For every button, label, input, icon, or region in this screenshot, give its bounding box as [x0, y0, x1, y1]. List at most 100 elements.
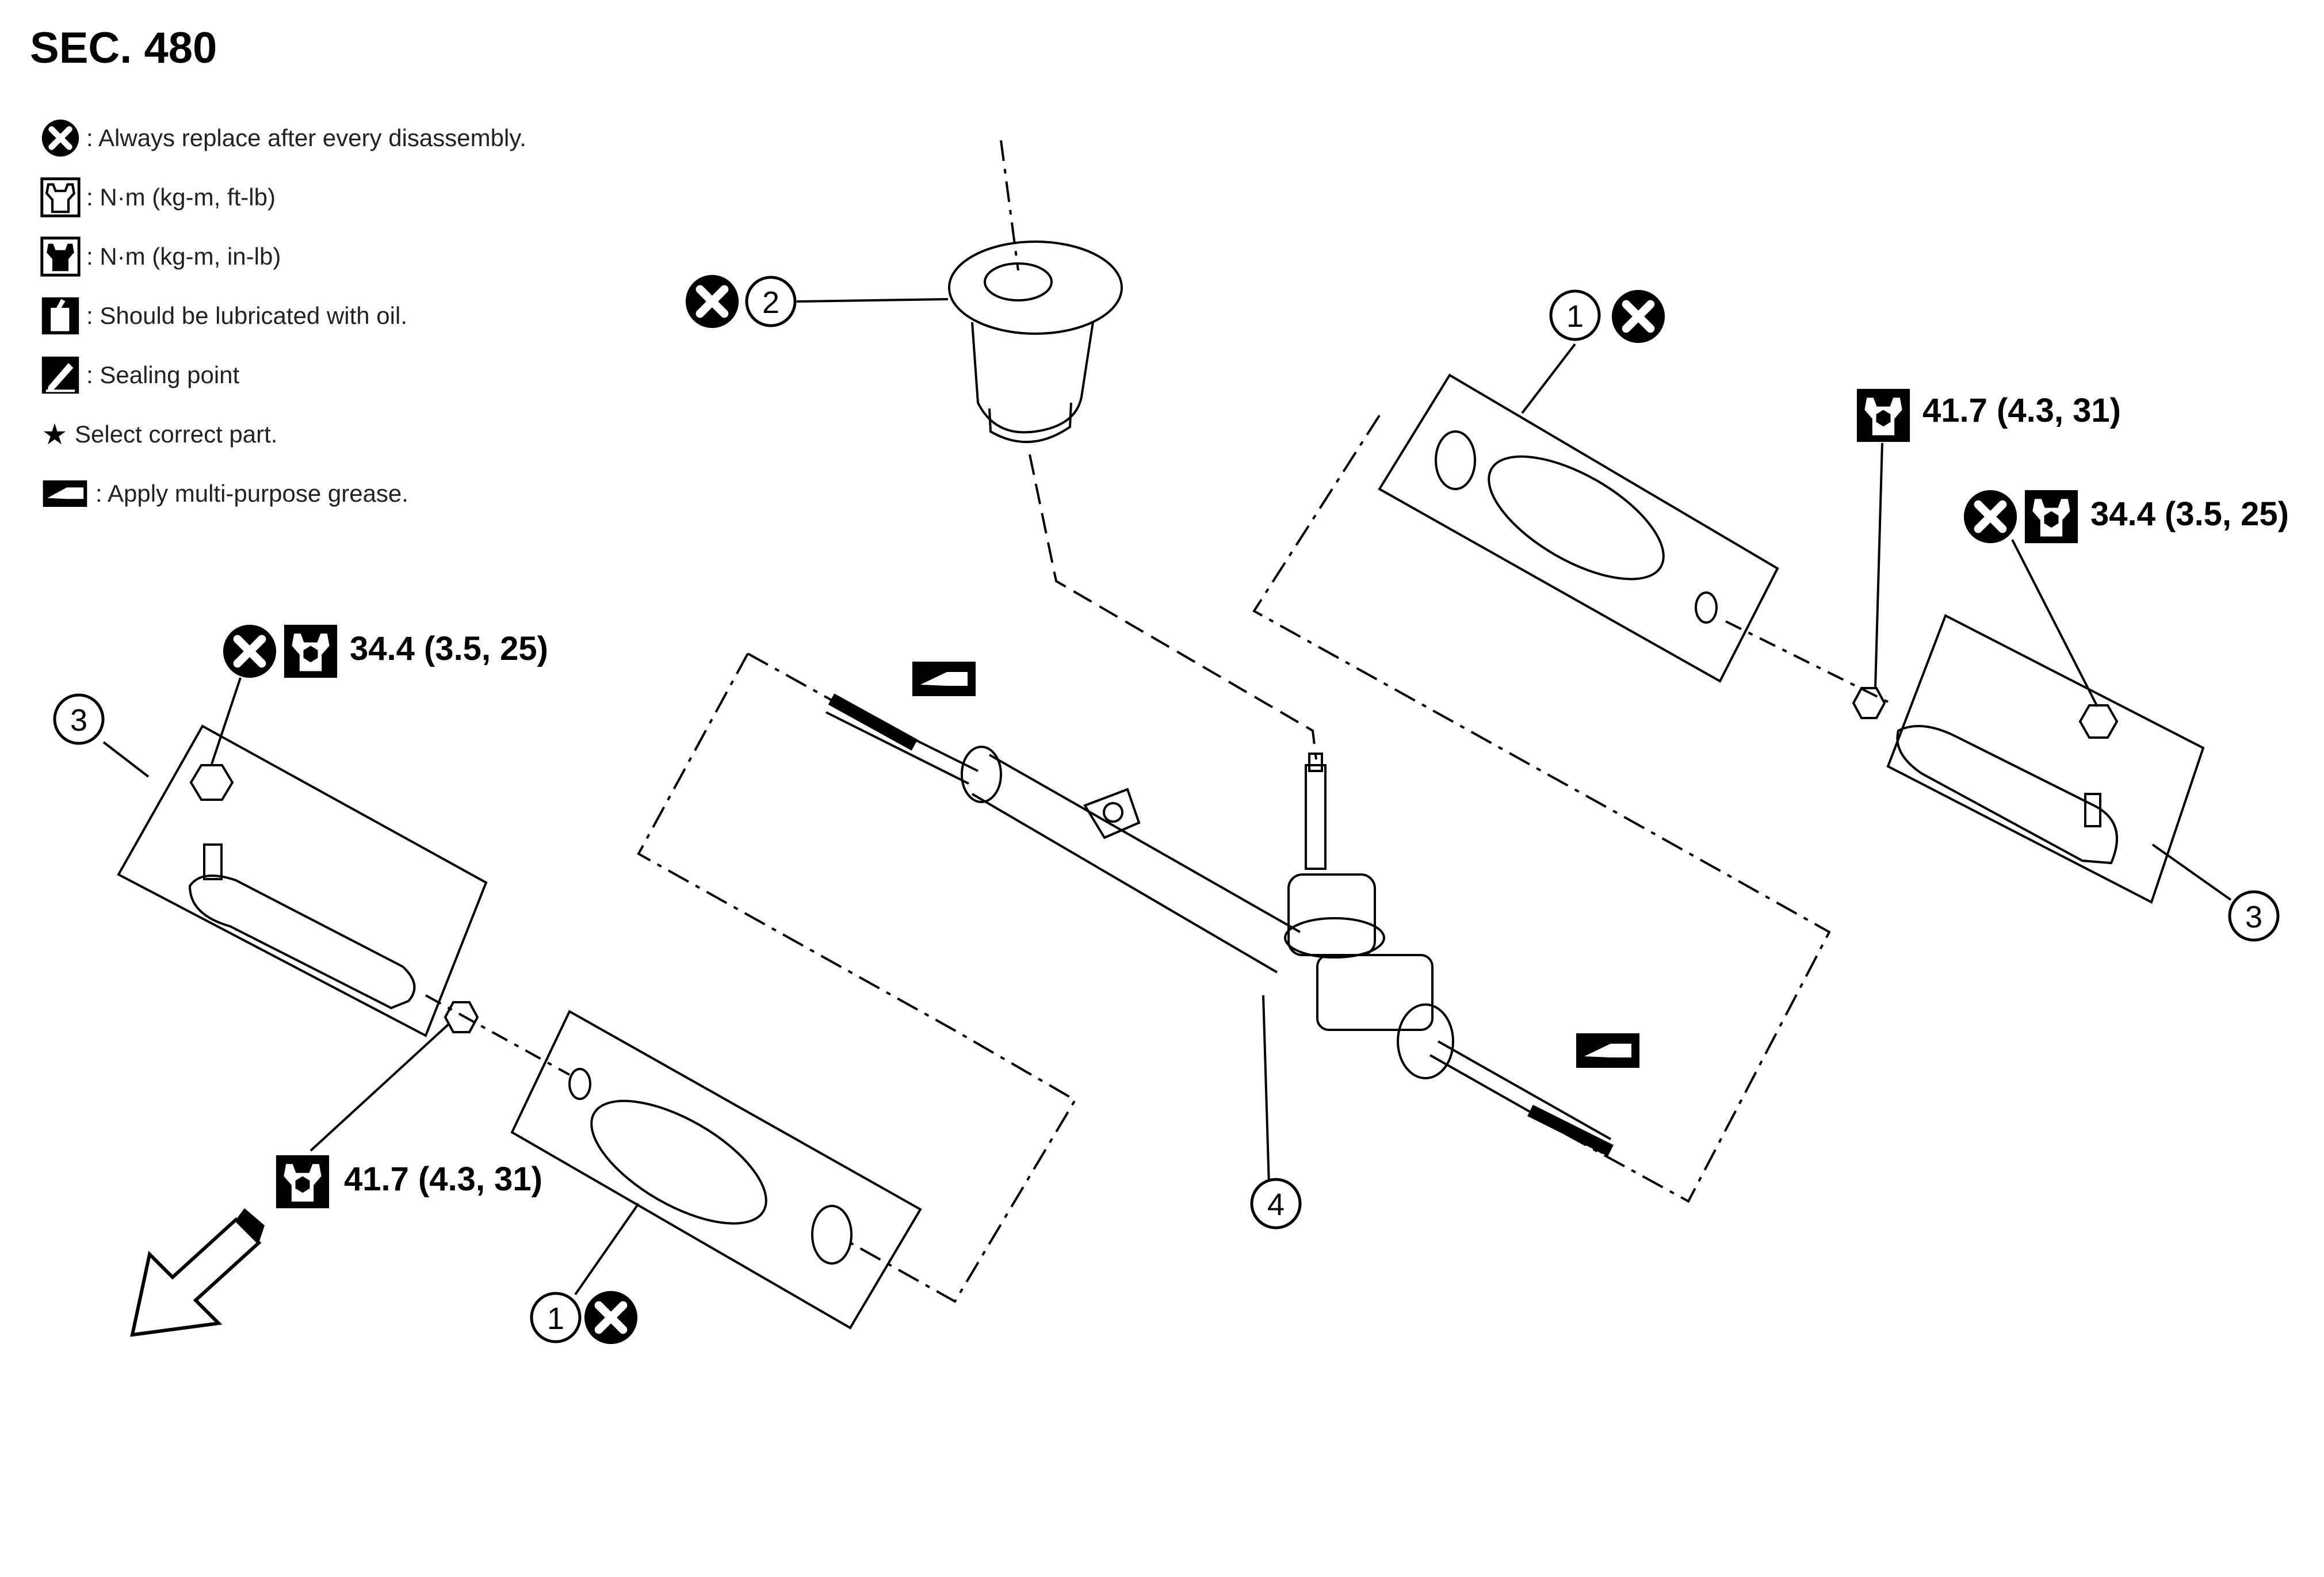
torque-wrench-icon — [2024, 490, 2078, 544]
legend-item-oil: : Should be lubricated with oil. — [40, 286, 616, 345]
legend-text: Select correct part. — [75, 420, 278, 448]
torque-right-outer-nut: 34.4 (3.5, 25) — [2090, 495, 2289, 533]
cover-body — [971, 322, 1094, 434]
torque-wrench-icon — [276, 1155, 330, 1209]
legend-text: : Always replace after every disassembly… — [86, 124, 526, 151]
gear-housing-flange — [1284, 917, 1385, 959]
gear-housing-lower — [1316, 954, 1434, 1031]
torque-left-outer-nut: 34.4 (3.5, 25) — [350, 630, 548, 667]
right-boot-clamp — [1435, 430, 1476, 490]
callout-3-left: 3 — [70, 703, 87, 738]
left-outer-socket — [188, 875, 416, 1010]
legend-item-star: ★ Select correct part. — [40, 404, 616, 464]
oil-can-icon — [41, 297, 79, 334]
gear-tube-top-edge — [989, 754, 1301, 933]
leader-right-socket — [2151, 843, 2232, 901]
leader-right-lock-nut — [1874, 442, 1883, 689]
right-outer-nut — [2078, 704, 2119, 739]
legend-item-grease: : Apply multi-purpose grease. — [40, 464, 616, 523]
callout-circle — [530, 1292, 582, 1343]
leader-left-lock-nut — [309, 1023, 450, 1152]
replace-x-icon — [584, 1291, 637, 1344]
rack-bushing-right — [1397, 1003, 1454, 1079]
cover-to-gear-line — [1029, 454, 1317, 760]
replace-x-icon — [686, 275, 739, 328]
leader-cover — [796, 298, 949, 303]
left-lock-nut — [444, 1001, 479, 1033]
leader-right-boot — [1521, 343, 1576, 414]
right-boot-clamp-small — [1695, 591, 1718, 624]
left-dashed-frame — [637, 653, 1077, 1303]
cover-top-hole — [984, 262, 1053, 301]
replace-x-icon — [41, 119, 79, 156]
pinion-shaft-top — [1308, 753, 1323, 772]
left-outer-socket-stud — [203, 843, 223, 880]
right-boot-frame — [1378, 373, 1779, 683]
callout-circle — [53, 693, 105, 745]
grease-marker-left — [912, 662, 976, 696]
rack-bar-left-bottom — [825, 711, 969, 785]
rack-rod-left — [828, 693, 918, 751]
left-nut-axis-line — [425, 994, 570, 1076]
gear-tube-bottom-edge — [971, 793, 1278, 973]
cover-top — [948, 240, 1123, 335]
legend-item-replace: : Always replace after every disassembly… — [40, 108, 616, 167]
callout-circle — [1549, 289, 1601, 341]
legend-text: : N·m (kg-m, ft-lb) — [86, 183, 276, 211]
torque-left-lock-nut: 41.7 (4.3, 31) — [344, 1160, 542, 1198]
left-boot-clamp-small — [568, 1068, 591, 1100]
front-direction-arrow-icon — [130, 1208, 265, 1337]
legend-text: : Sealing point — [86, 361, 240, 388]
torque-wrench-inlb-icon — [40, 236, 81, 277]
gear-housing-body — [1287, 873, 1376, 956]
callout-1-right: 1 — [1566, 299, 1584, 334]
torque-wrench-icon — [1856, 388, 1910, 442]
legend-text: : Should be lubricated with oil. — [86, 301, 407, 329]
callout-4: 4 — [1267, 1187, 1285, 1222]
leader-right-outer-nut — [2011, 539, 2099, 707]
pinion-shaft — [1305, 764, 1327, 870]
sealing-pen-icon — [41, 356, 79, 394]
diagram-lines — [102, 140, 2232, 1330]
section-title: SEC. 480 — [30, 24, 217, 72]
callout-circle — [2228, 890, 2280, 942]
mounting-bracket-hole — [1103, 802, 1123, 823]
torque-right-lock-nut: 41.7 (4.3, 31) — [1922, 392, 2121, 429]
replace-x-icon — [223, 625, 276, 678]
left-boot-body — [590, 1099, 767, 1225]
replace-x-icon — [1612, 290, 1665, 343]
leader-left-boot — [574, 1202, 640, 1296]
cover-centerline-top — [1000, 140, 1019, 271]
legend-item-sealing: : Sealing point — [40, 345, 616, 404]
right-outer-socket-stud — [2084, 793, 2101, 827]
left-boot-frame — [510, 1010, 922, 1330]
left-outer-nut — [189, 764, 234, 801]
legend: : Always replace after every disassembly… — [40, 108, 616, 523]
torque-wrench-icon — [284, 624, 338, 678]
torque-wrench-icon — [40, 177, 81, 217]
legend-text: : N·m (kg-m, in-lb) — [86, 242, 281, 270]
leader-left-outer-nut — [211, 677, 242, 765]
right-outer-socket — [1896, 725, 2118, 865]
leader-left-socket — [102, 741, 150, 778]
grease-gun-icon — [43, 480, 87, 507]
legend-text: : Apply multi-purpose grease. — [95, 479, 408, 507]
callout-3-right: 3 — [2245, 900, 2262, 934]
legend-item-torque-ftlb: : N·m (kg-m, ft-lb) — [40, 167, 616, 227]
star-icon: ★ — [41, 418, 68, 450]
callout-1-left: 1 — [547, 1301, 564, 1336]
right-nut-axis-line — [1725, 620, 1889, 703]
callout-circle — [745, 276, 797, 327]
rack-rod-right — [1527, 1105, 1614, 1156]
legend-item-torque-inlb: : N·m (kg-m, in-lb) — [40, 227, 616, 286]
right-dashed-frame — [1252, 414, 1831, 1203]
callout-circle — [1250, 1178, 1302, 1229]
callout-2: 2 — [762, 285, 779, 320]
rack-bushing-left — [961, 746, 1002, 803]
grease-marker-right — [1576, 1033, 1639, 1068]
rack-bar-right-top — [1438, 1040, 1611, 1140]
leader-gear — [1262, 995, 1270, 1186]
cover-base — [988, 402, 1072, 444]
mounting-bracket — [1083, 788, 1141, 839]
